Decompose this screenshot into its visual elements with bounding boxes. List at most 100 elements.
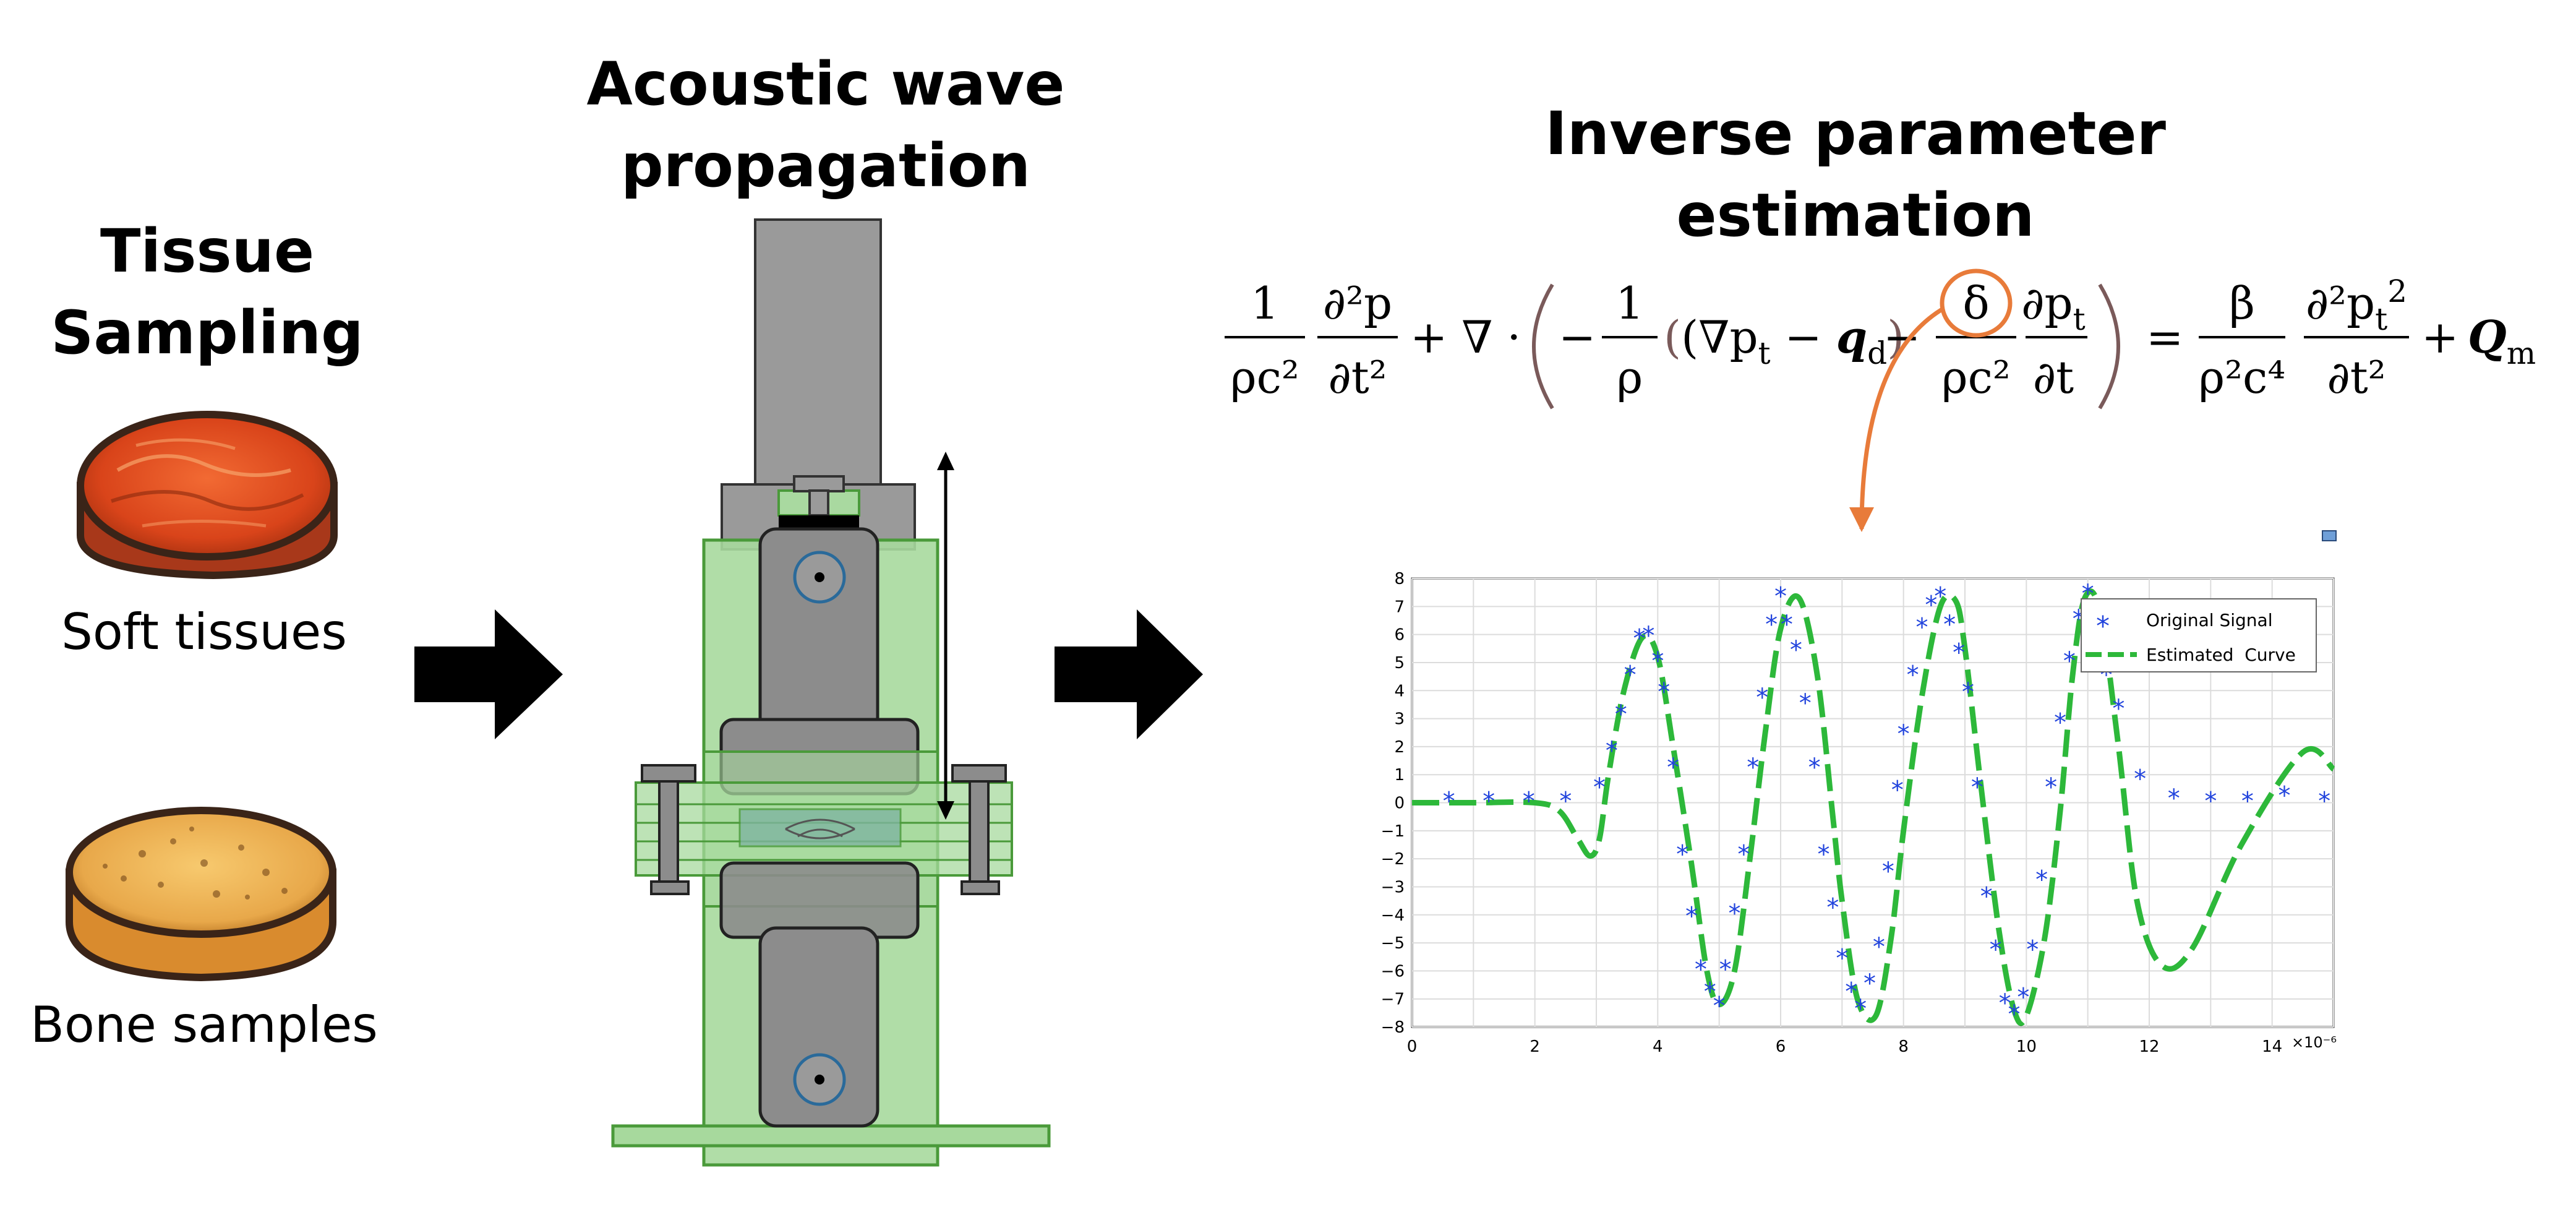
original-signal-point: * <box>1606 737 1618 765</box>
inverse-estimation-title-line-2: estimation <box>1676 181 2035 250</box>
eq-plus-div: + ∇ · <box>1410 311 1521 363</box>
original-signal-point: * <box>1774 583 1787 611</box>
setup-diagram <box>611 218 1051 1167</box>
original-signal-point: * <box>2008 1000 2020 1029</box>
original-signal-point: * <box>1898 720 1910 749</box>
tissue-sampling-title-line-2: Sampling <box>51 298 364 367</box>
original-signal-point: * <box>1781 611 1793 639</box>
legend-marker-original: * <box>2096 611 2110 642</box>
acoustic-wave-title: Acoustic wave propagation <box>557 43 1095 207</box>
original-signal-point: * <box>1559 788 1572 816</box>
y-tick-label: 6 <box>1394 626 1405 645</box>
y-tick-label: 8 <box>1394 570 1405 588</box>
soft-tissue-icon <box>77 411 338 580</box>
x-unit-label: ×10⁻⁶ <box>2291 1034 2337 1051</box>
original-signal-point: * <box>1934 583 1946 611</box>
eq-term-4b-den: ∂t <box>2033 351 2074 403</box>
original-signal-point: * <box>2134 765 2146 793</box>
eq-minus-1: − <box>1559 311 1596 363</box>
original-signal-point: * <box>1873 933 1885 961</box>
inverse-estimation-title-line-1: Inverse parameter <box>1545 99 2166 168</box>
original-signal-point: * <box>1624 661 1637 690</box>
original-signal-point: * <box>1925 591 1937 619</box>
x-tick-label: 6 <box>1776 1037 1786 1056</box>
original-signal-point: * <box>2241 788 2254 816</box>
original-signal-point: * <box>1790 636 1802 664</box>
eq-inner: ((∇pt − qd) <box>1664 311 1904 371</box>
original-signal-point: * <box>1962 678 1974 707</box>
eq-term-6-num: ∂²pt2 <box>2306 273 2407 337</box>
bone-sample-icon <box>66 807 336 982</box>
original-signal-point: * <box>2054 709 2066 737</box>
soft-tissue-label: Soft tissues <box>61 603 347 661</box>
original-signal-point: * <box>1615 700 1627 729</box>
original-signal-point: * <box>2045 773 2057 802</box>
y-tick-label: −1 <box>1381 822 1405 841</box>
eq-term-1-num: 1 <box>1251 277 1279 329</box>
eq-beta: β <box>2229 277 2255 329</box>
original-signal-point: * <box>1704 978 1716 1007</box>
y-tick-label: 2 <box>1394 738 1405 757</box>
original-signal-point: * <box>2017 984 2029 1012</box>
original-signal-point: * <box>1765 611 1778 639</box>
y-tick-label: −3 <box>1381 878 1405 896</box>
original-signal-point: * <box>1719 955 1732 984</box>
original-signal-point: * <box>1808 754 1821 782</box>
y-tick-label: 0 <box>1394 794 1405 813</box>
original-signal-point: * <box>1633 625 1646 653</box>
original-signal-point: * <box>1980 883 1993 911</box>
original-signal-point: * <box>1818 841 1830 869</box>
y-tick-label: −8 <box>1381 1018 1405 1037</box>
x-tick-label: 8 <box>1898 1037 1909 1056</box>
original-signal-point: * <box>1685 902 1698 930</box>
original-signal-point: * <box>2112 695 2125 723</box>
original-signal-point: * <box>2279 781 2291 810</box>
original-signal-point: * <box>1999 989 2011 1018</box>
y-tick-label: 4 <box>1394 682 1405 700</box>
inverse-estimation-title: Inverse parameter estimation <box>1484 93 2227 256</box>
eq-delta: δ <box>1962 277 1989 329</box>
x-tick-label: 14 <box>2262 1037 2282 1056</box>
original-signal-point: * <box>1658 678 1670 707</box>
series-estimated-curve <box>1411 588 2335 1026</box>
original-signal-point: * <box>1667 754 1679 782</box>
original-signal-point: * <box>1523 788 1535 816</box>
eq-term-5-den: ρ²c⁴ <box>2199 351 2285 403</box>
original-signal-point: * <box>1845 978 1857 1007</box>
tissue-sampling-title-line-1: Tissue <box>100 217 315 286</box>
acoustic-wave-title-line-2: propagation <box>620 131 1031 200</box>
original-signal-point: * <box>1756 684 1768 712</box>
y-tick-label: 1 <box>1394 766 1405 784</box>
chart-legend: * Original Signal Estimated Curve <box>2081 598 2317 672</box>
eq-term-2-num: ∂²p <box>1323 277 1392 329</box>
eq-Q: Qm <box>2468 311 2536 371</box>
x-tick-label: 4 <box>1653 1037 1663 1056</box>
original-signal-point: * <box>1990 936 2002 964</box>
original-signal-point: * <box>1799 689 1812 718</box>
y-tick-label: −4 <box>1381 906 1405 925</box>
original-signal-point: * <box>1836 944 1848 973</box>
y-tick-label: −5 <box>1381 934 1405 953</box>
original-signal-point: * <box>1882 857 1894 886</box>
original-signal-point: * <box>1443 788 1455 816</box>
eq-minus-2: − <box>1883 311 1920 363</box>
original-signal-point: * <box>2063 647 2076 676</box>
original-signal-point: * <box>1483 788 1495 816</box>
original-signal-point: * <box>1953 638 1965 667</box>
original-signal-point: * <box>1729 900 1741 928</box>
original-signal-point: * <box>1907 661 1919 690</box>
y-tick-label: −6 <box>1381 962 1405 981</box>
original-signal-point: * <box>1737 841 1750 869</box>
eq-term-1-den: ρc² <box>1230 351 1299 403</box>
acoustic-wave-title-line-1: Acoustic wave <box>586 49 1065 119</box>
figure-toolbar-icon <box>2322 530 2337 541</box>
original-signal-point: * <box>1642 622 1654 650</box>
wave-equation: 1 ρc² ∂²p ∂t² + ∇ · − 1 ρ ((∇pt − qd) − … <box>1225 268 2536 532</box>
original-signal-point: * <box>1854 995 1867 1023</box>
original-signal-point: * <box>1713 992 1726 1020</box>
original-signal-point: * <box>1676 841 1688 869</box>
original-signal-point: * <box>2026 936 2039 964</box>
